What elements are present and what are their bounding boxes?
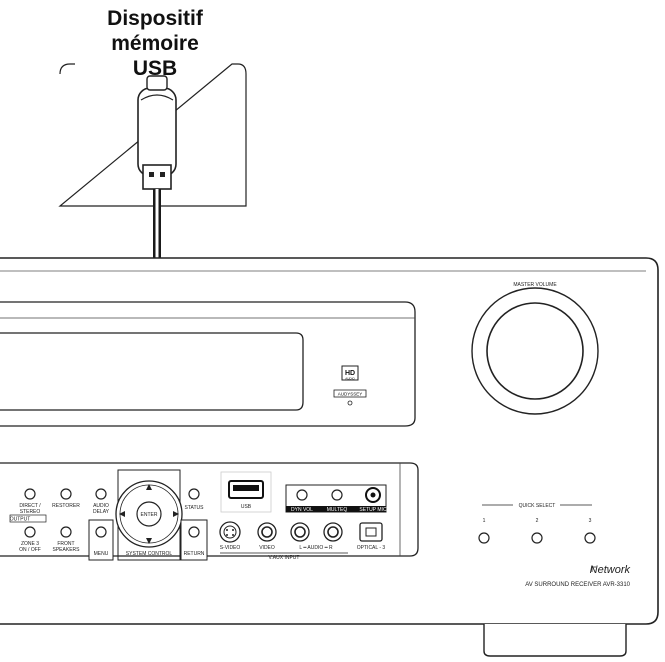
display-outer-frame (0, 301, 416, 427)
cursor-right-icon[interactable] (173, 511, 179, 517)
restorer-label: RESTORER (52, 503, 80, 509)
master-volume-label: MASTER VOLUME (513, 282, 557, 288)
multeq-label: MULTEQ (327, 507, 348, 513)
front-speakers-button[interactable] (60, 526, 72, 538)
audio-delay-label-2: DELAY (93, 509, 110, 515)
control-panel-frame (0, 462, 419, 557)
display-screen (0, 332, 304, 411)
video-label: VIDEO (259, 545, 275, 551)
s-video-label: S-VIDEO (220, 545, 241, 551)
output-label-box (9, 514, 47, 523)
enter-label: ENTER (141, 512, 158, 518)
hd-logo-subtext: AUDIO (345, 377, 355, 381)
multeq-button[interactable] (331, 489, 343, 501)
optical-label: OPTICAL - 3 (357, 545, 386, 551)
enter-button[interactable] (136, 501, 162, 527)
dyn-vol-button[interactable] (296, 489, 308, 501)
setup-mic-jack-center (370, 492, 376, 498)
zone3-button[interactable] (24, 526, 36, 538)
quick-select-1-button[interactable] (478, 532, 490, 544)
audyssey-text: AUDYSSEY (338, 392, 363, 397)
quick-select-3-button[interactable] (584, 532, 596, 544)
audio-l-jack-inner (294, 526, 306, 538)
return-button[interactable] (188, 526, 200, 538)
v-aux-input-label: V.AUX INPUT (269, 555, 300, 561)
network-logo-mark (591, 566, 596, 572)
cursor-left-icon[interactable] (119, 511, 125, 517)
audio-delay-button[interactable] (95, 488, 107, 500)
status-button[interactable] (188, 488, 200, 500)
caption-line-3: USB (132, 57, 178, 80)
quick-select-1-label: 1 (483, 518, 486, 524)
network-logo: Network (590, 564, 631, 576)
usb-stick-icon (137, 75, 177, 190)
audio-r-jack-inner (327, 526, 339, 538)
audyssey-mic-jack (347, 400, 353, 406)
menu-label: MENU (94, 551, 109, 557)
usb-memory-caption: Dispositif mémoire USB (60, 6, 250, 81)
return-label: RETURN (184, 551, 205, 557)
audio-delay-label-1: AUDIO (93, 503, 109, 509)
video-jack-inner (261, 526, 273, 538)
front-speakers-label-1: FRONT (57, 541, 74, 547)
av-receiver: HD AUDIO AUDYSSEY MASTER VOLUME DIRECT /… (0, 257, 659, 657)
master-volume-knob[interactable] (486, 302, 584, 400)
receiver-foot (483, 624, 627, 657)
optical-jack[interactable] (359, 522, 383, 542)
quick-select-2-label: 2 (536, 518, 539, 524)
hd-logo-text: HD (345, 370, 355, 377)
audyssey-logo (333, 389, 367, 398)
quick-select-label: QUICK SELECT (519, 503, 556, 509)
model-label: AV SURROUND RECEIVER AVR-3310 (525, 582, 630, 588)
dyn-vol-label: DYN VOL (291, 507, 313, 513)
restorer-button[interactable] (60, 488, 72, 500)
zone3-label-2: ON / OFF (19, 547, 41, 553)
system-control-label: SYSTEM CONTROL (126, 551, 173, 557)
quick-select-2-button[interactable] (531, 532, 543, 544)
caption-line-2: mémoire (111, 32, 199, 55)
usb-device-frame (58, 63, 247, 207)
direct-stereo-label-2: STEREO (20, 509, 41, 515)
s-video-jack-inner (223, 525, 237, 539)
direct-stereo-button[interactable] (24, 488, 36, 500)
status-label: STATUS (185, 505, 205, 511)
optical-jack-inner (365, 527, 377, 537)
front-speakers-label-2: SPEAKERS (53, 547, 81, 553)
cursor-down-icon[interactable] (146, 538, 152, 544)
output-label: OUTPUT (10, 517, 31, 523)
caption-line-1: Dispositif (107, 7, 203, 30)
audio-lr-label: L ━ AUDIO ━ R (299, 545, 333, 551)
usb-label: USB (241, 504, 252, 510)
setup-label-bar (286, 506, 386, 512)
menu-button[interactable] (95, 526, 107, 538)
setup-mic-label: SETUP MIC (359, 507, 387, 513)
hd-audio-logo (341, 365, 359, 381)
quick-select-3-label: 3 (589, 518, 592, 524)
cursor-up-icon[interactable] (146, 484, 152, 490)
direct-stereo-label-1: DIRECT / (19, 503, 41, 509)
usb-port-contact (233, 485, 259, 491)
zone3-label-1: ZONE 3 (21, 541, 39, 547)
